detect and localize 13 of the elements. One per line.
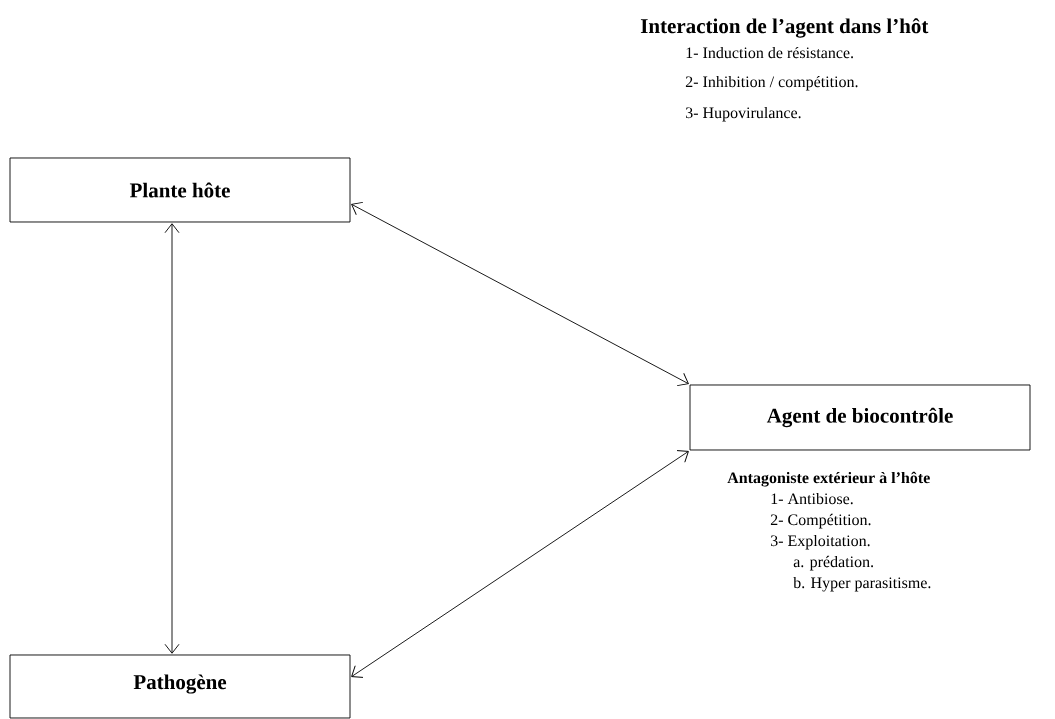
list-heading: Antagoniste extérieur à l’hôte — [727, 471, 930, 487]
list-item: 2- Inhibition / compétition. — [685, 75, 858, 91]
list-item: b. Hyper parasitisme. — [793, 576, 931, 592]
list-item: 2- Compétition. — [770, 513, 871, 529]
process-box: Agent de biocontrôle — [689, 384, 1031, 451]
process-box: Pathogène — [9, 654, 351, 719]
process-box: Plante hôte — [9, 157, 351, 223]
list-item: 1- Induction de résistance. — [686, 46, 853, 59]
list-item: 3- Exploitation. — [770, 534, 870, 550]
list-item: 3- Hupovirulance. — [685, 106, 801, 122]
list-item: 1- Antibiose. — [771, 492, 853, 505]
heading: Interaction de l’agent dans l’hôt — [640, 18, 929, 38]
list-item: a. prédation. — [793, 555, 873, 571]
